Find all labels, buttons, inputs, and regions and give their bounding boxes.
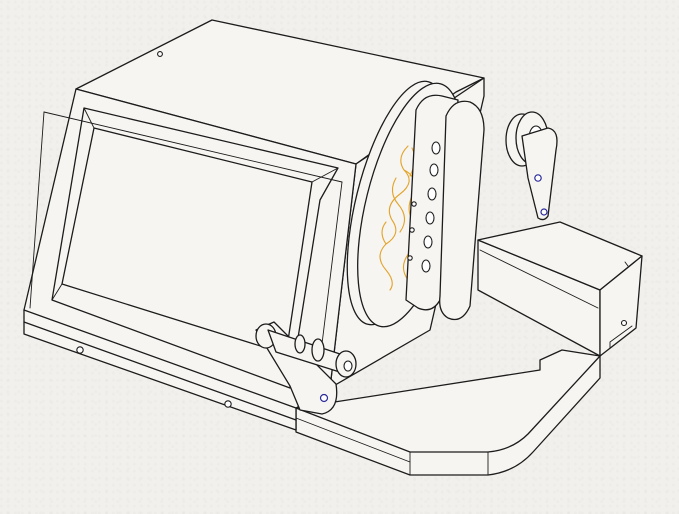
lower-arm-with-knob bbox=[255, 321, 357, 415]
vertical-slider-bar bbox=[405, 94, 485, 321]
base-plate bbox=[295, 349, 601, 476]
rail-beam bbox=[477, 221, 643, 357]
arm-with-pulley bbox=[505, 111, 558, 221]
